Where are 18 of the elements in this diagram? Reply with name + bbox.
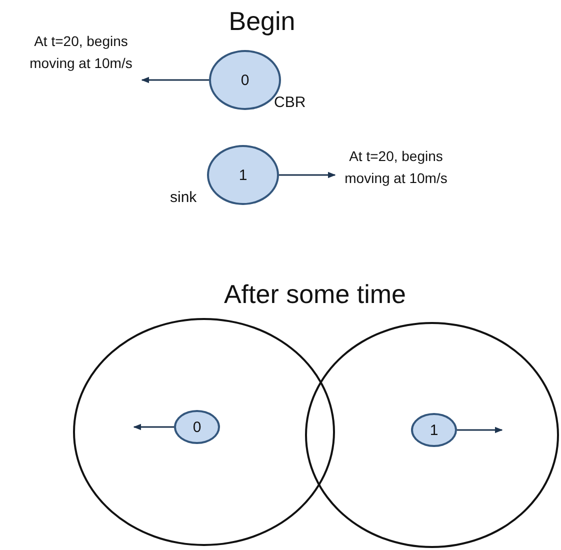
node-ellipse (174, 410, 220, 444)
arrow (279, 172, 336, 178)
arrow (133, 424, 174, 430)
note-text: At t=20, begins moving at 10m/s (20, 30, 142, 75)
range-circle (305, 322, 559, 548)
heading: Begin (228, 6, 296, 38)
node-id: 0 (240, 72, 250, 88)
node-label: CBR (274, 94, 306, 111)
arrow (141, 76, 209, 84)
node-id: 0 (192, 418, 202, 436)
note-text: At t=20, begins moving at 10m/s (335, 145, 457, 190)
node-id: 1 (238, 166, 248, 184)
heading: After some time (222, 279, 408, 310)
node-ellipse (411, 413, 457, 447)
arrow (457, 426, 503, 434)
range-circle (73, 318, 335, 546)
node-id: 1 (430, 422, 438, 438)
node-label: sink (170, 189, 197, 206)
